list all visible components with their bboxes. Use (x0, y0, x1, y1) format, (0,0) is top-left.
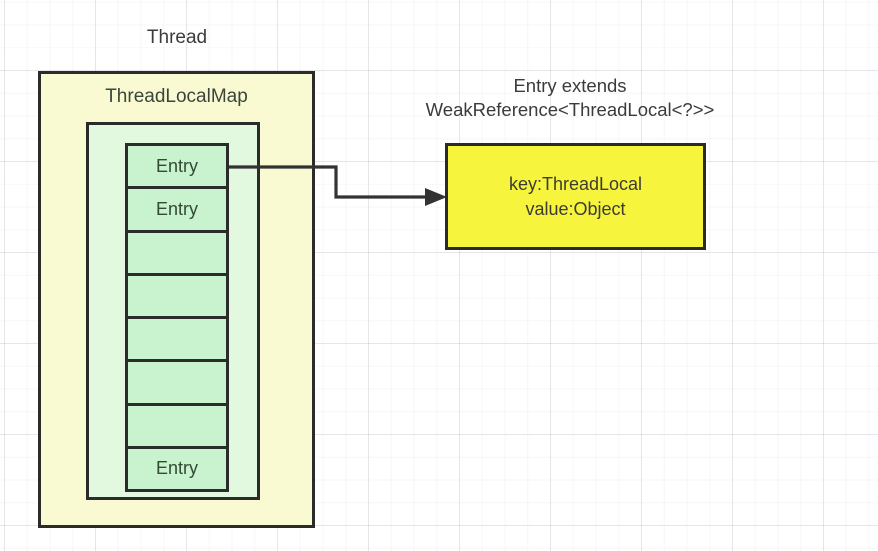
entry-cell: Entry (128, 146, 226, 187)
entry-extends-note: Entry extends WeakReference<ThreadLocal<… (404, 74, 736, 122)
arrow-line (229, 165, 427, 199)
note-line-1: Entry extends (513, 75, 627, 96)
thread-label: Thread (146, 27, 208, 48)
entry-cell (128, 402, 226, 446)
arrowhead-icon (425, 188, 447, 206)
entry-cell: Entry (128, 445, 226, 489)
entry-stack: Entry Entry Entry (125, 143, 229, 492)
reference-arrow (229, 165, 447, 206)
note-line-2: WeakReference<ThreadLocal<?>> (425, 99, 715, 120)
entry-cell (128, 272, 226, 316)
entry-detail-box: key:ThreadLocal value:Object (445, 143, 706, 250)
threadlocalmap-title: ThreadLocalMap (105, 86, 248, 107)
entry-cell (128, 229, 226, 273)
entry-cell: Entry (128, 186, 226, 230)
entry-cell (128, 359, 226, 403)
entry-key-line: key:ThreadLocal (508, 173, 643, 194)
entry-cell (128, 316, 226, 360)
entry-value-line: value:Object (525, 198, 626, 219)
